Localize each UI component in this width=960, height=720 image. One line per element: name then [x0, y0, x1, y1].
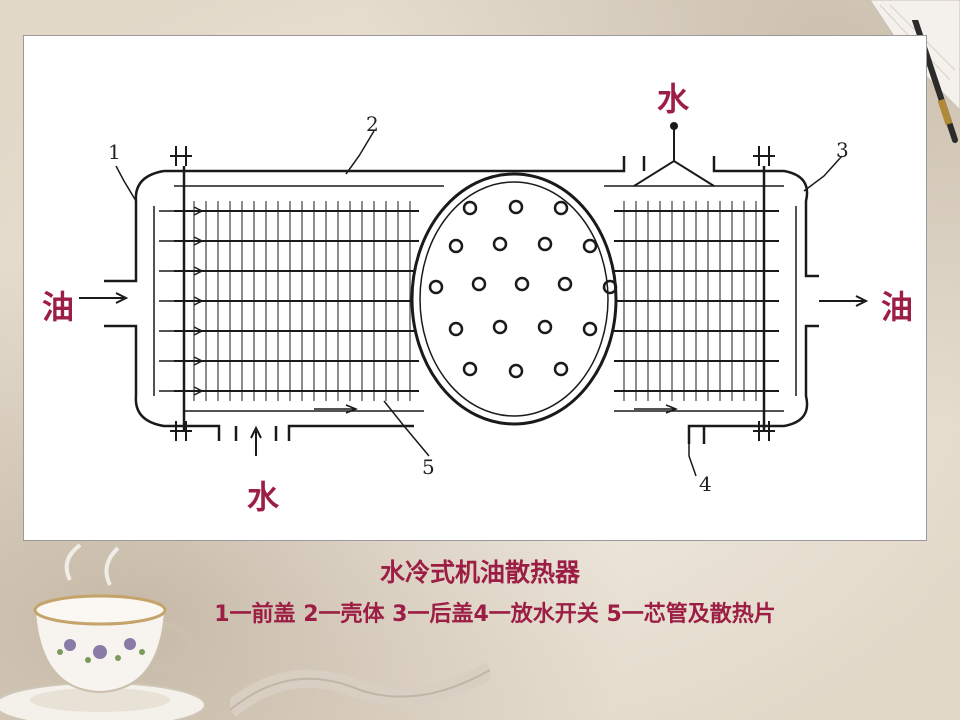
- oil-cooler-diagram: [79, 122, 869, 477]
- water-inlet-arrowhead: [250, 425, 262, 439]
- shell-flow-arrowhead-left: [345, 404, 359, 414]
- oil-outlet-label-right: 油: [881, 288, 914, 326]
- tube-hole: [553, 361, 569, 377]
- scroll-icon: [230, 662, 490, 718]
- leader-part-2: [345, 130, 375, 175]
- tube-hole: [492, 319, 508, 335]
- oil-inlet-arrowhead: [115, 292, 129, 304]
- water-outlet-split: [633, 159, 715, 187]
- tube-hole: [537, 319, 553, 335]
- leader-part-5: [383, 400, 430, 457]
- core-cross-section: [410, 172, 618, 426]
- arrowhead-in-2: [193, 266, 204, 276]
- part-number-4: 4: [699, 472, 712, 496]
- tube-hole: [602, 279, 618, 295]
- tube-hole: [448, 238, 464, 254]
- tube-hole: [508, 199, 524, 215]
- tube-hole: [508, 363, 524, 379]
- tube-hole: [553, 200, 569, 216]
- tube-hole: [471, 276, 487, 292]
- diagram-panel: [23, 35, 927, 541]
- shell-flow-arrowhead-right: [665, 404, 679, 414]
- water-inlet-pipe: [234, 426, 278, 441]
- part-number-5: 5: [422, 455, 435, 479]
- arrowhead-in-5: [193, 356, 204, 366]
- arrowhead-in-1: [193, 236, 204, 246]
- figure-title: 水冷式机油散热器: [379, 558, 580, 587]
- tube-hole: [448, 321, 464, 337]
- oil-inlet-label-left: 油: [42, 288, 75, 326]
- part-number-3: 3: [836, 138, 849, 162]
- arrowhead-in-4: [193, 326, 204, 336]
- tube-hole: [428, 279, 444, 295]
- tube-hole: [582, 321, 598, 337]
- shell-outline-right: [164, 156, 819, 444]
- teacup-icon: [0, 543, 206, 720]
- leader-part-3: [803, 155, 843, 192]
- tube-hole: [462, 200, 478, 216]
- figure-legend: 1一前盖 2一壳体 3一后盖4一放水开关 5一芯管及散热片: [214, 602, 776, 627]
- oil-outlet-arrowhead: [855, 295, 869, 307]
- leader-part-1: [115, 165, 137, 202]
- water-inlet-label-top: 水: [657, 80, 690, 118]
- part-number-1: 1: [108, 140, 121, 164]
- arrowhead-in-6: [193, 386, 204, 396]
- leader-part-4: [688, 441, 697, 477]
- part-number-2: 2: [366, 112, 379, 136]
- tube-hole: [514, 276, 530, 292]
- water-outlet-dot: [670, 122, 678, 130]
- tube-hole: [582, 238, 598, 254]
- tube-hole: [462, 361, 478, 377]
- tube-hole: [557, 276, 573, 292]
- tube-hole: [537, 236, 553, 252]
- core-cross-section-inner: [419, 181, 609, 417]
- tube-hole: [492, 236, 508, 252]
- arrowhead-in-3: [193, 296, 204, 306]
- water-inlet-label-bottom: 水: [247, 478, 280, 516]
- arrowhead-in-0: [193, 206, 204, 216]
